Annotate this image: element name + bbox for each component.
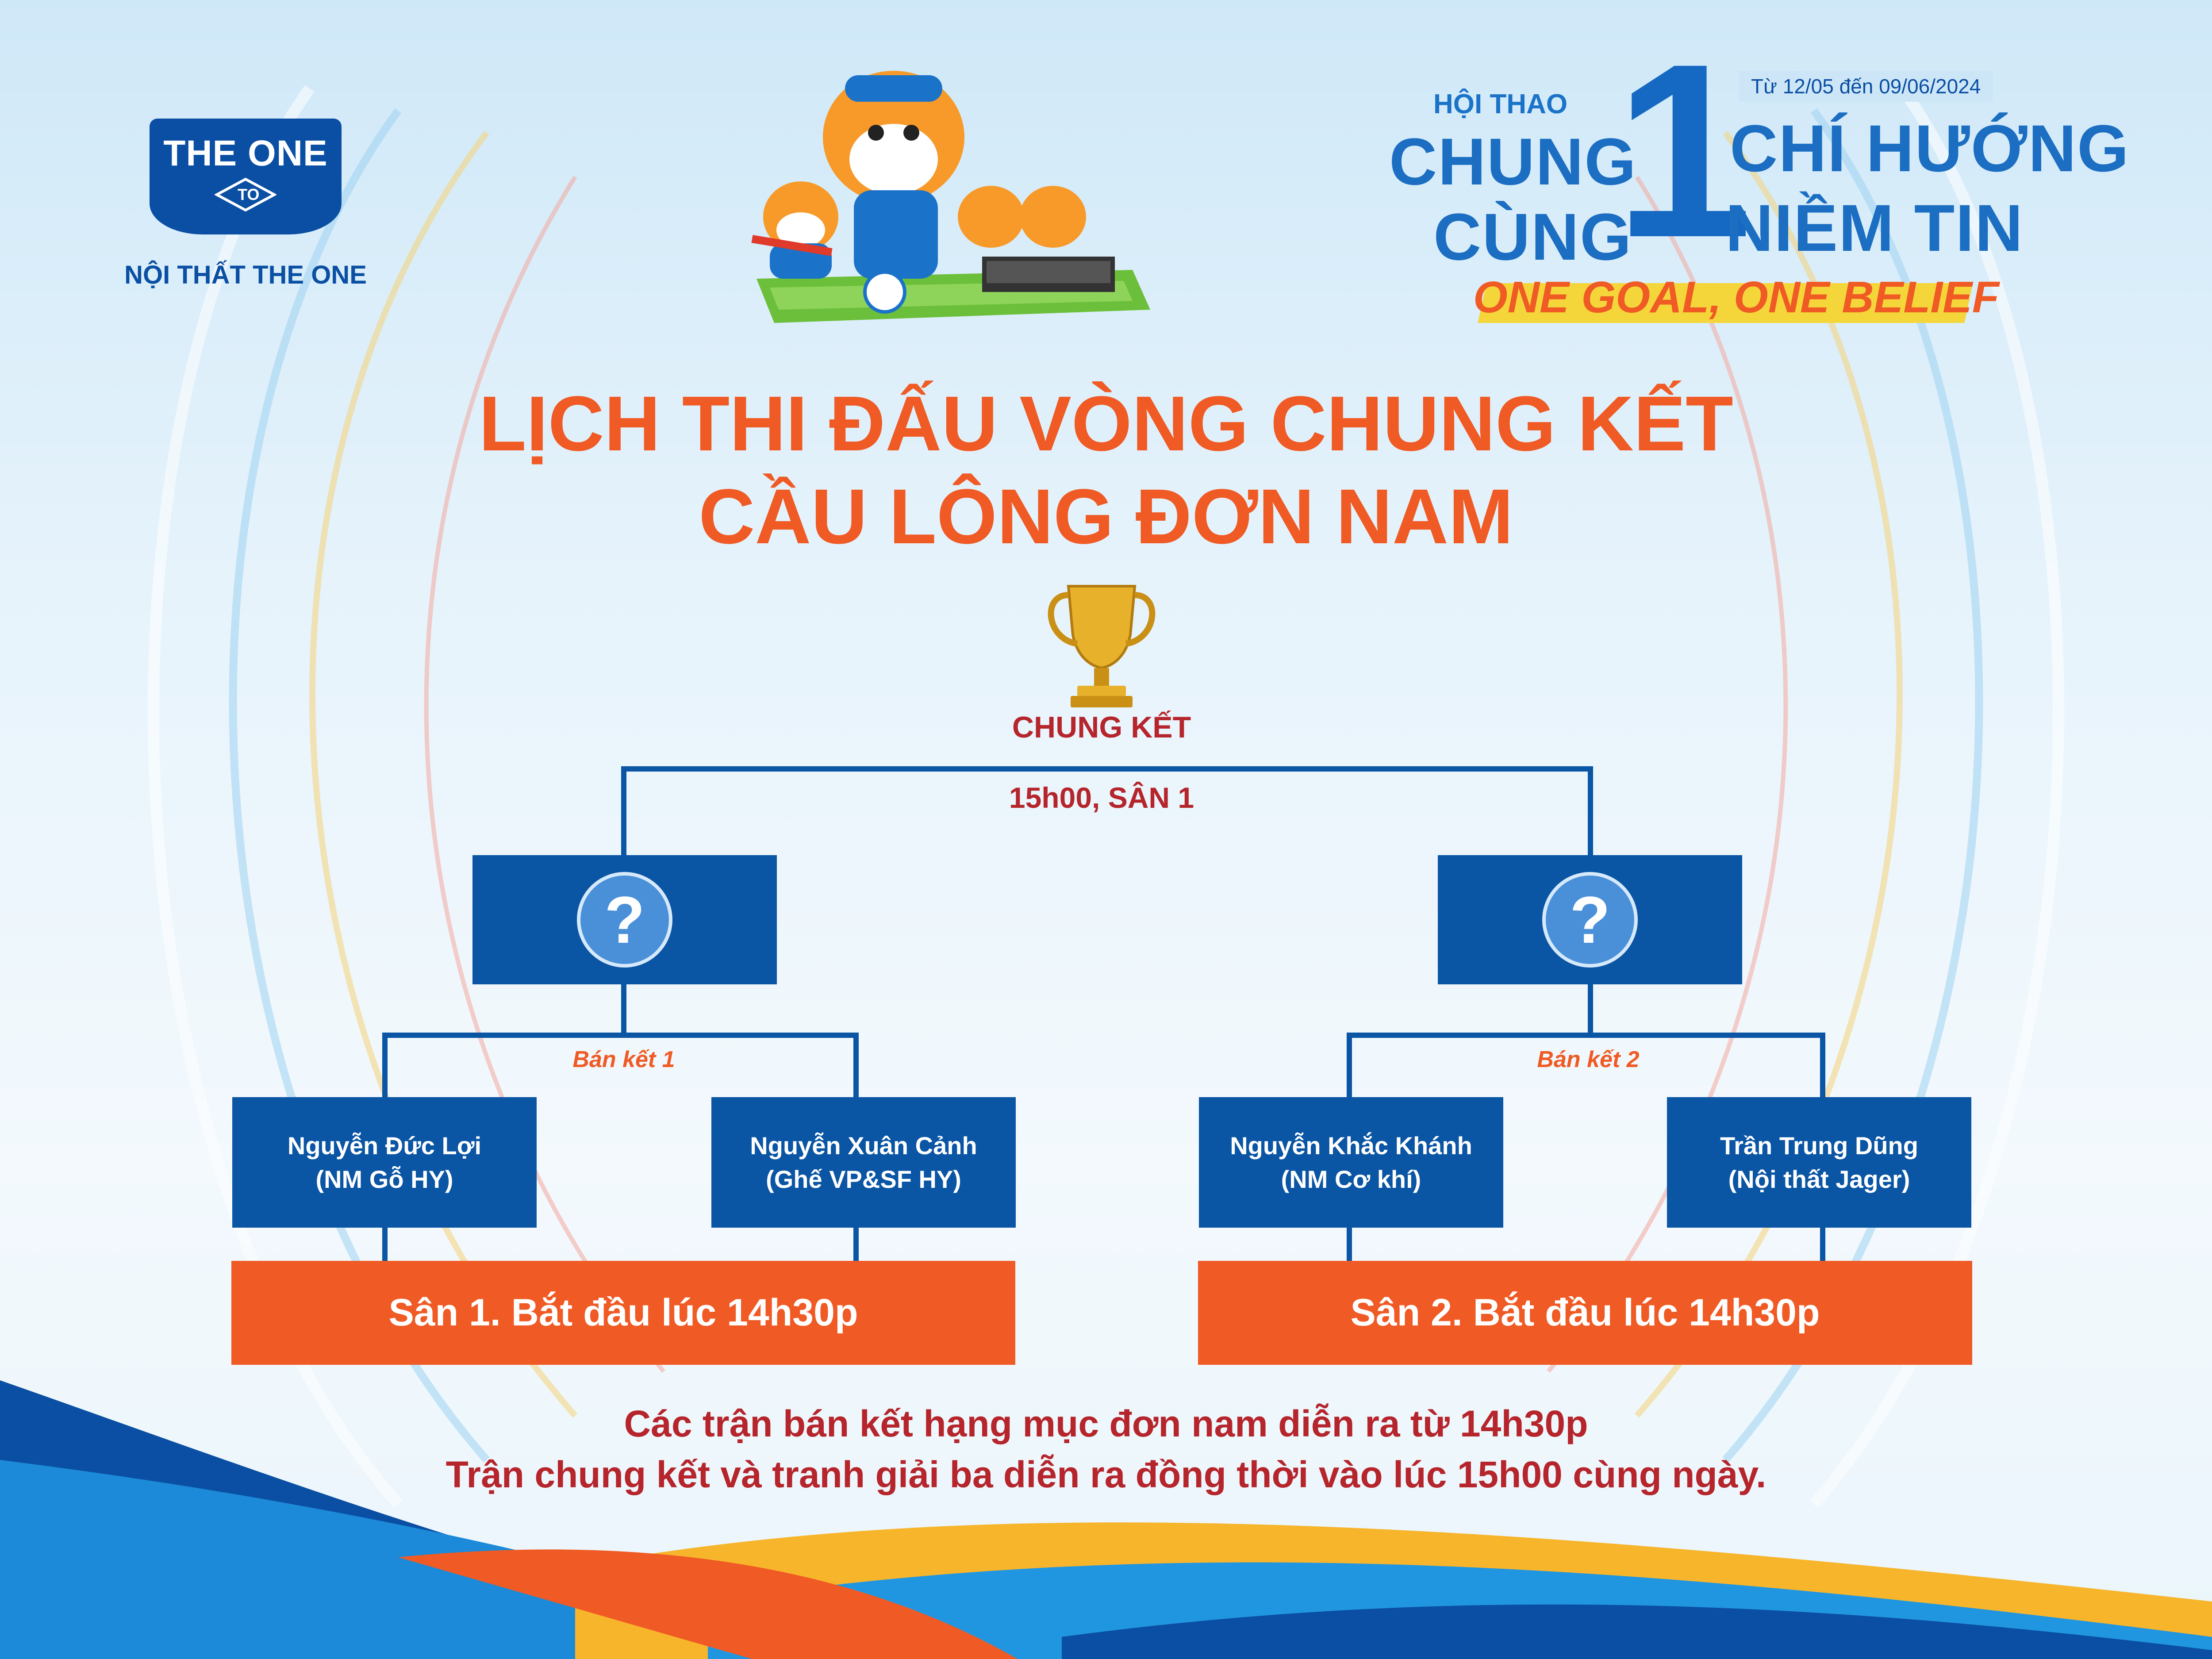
brand-logo: [150, 119, 342, 234]
finalist-2-box: ?: [1438, 855, 1742, 984]
page-title-line1: LỊCH THI ĐẤU VÒNG CHUNG KẾT: [479, 380, 1733, 467]
player-card: Trần Trung Dũng (Nội thất Jager): [1667, 1097, 1971, 1228]
player-name: Nguyễn Đức Lợi: [287, 1131, 482, 1160]
tiger-mascot-illustration: [751, 71, 1150, 323]
player-name: Nguyễn Xuân Cảnh: [750, 1131, 977, 1160]
player-card: Nguyễn Đức Lợi (NM Gỗ HY): [232, 1097, 537, 1228]
trophy-icon: [1048, 585, 1156, 707]
question-icon: ?: [577, 872, 672, 968]
logo-mark-icon: TO: [215, 177, 276, 212]
semi-2-label: Bán kết 2: [1537, 1047, 1640, 1072]
player-unit: (NM Gỗ HY): [315, 1165, 453, 1193]
semi-1-label: Bán kết 1: [572, 1047, 675, 1072]
player-unit: (Ghế VP&SF HY): [766, 1165, 961, 1193]
question-icon: ?: [1542, 872, 1638, 968]
svg-text:TO: TO: [238, 185, 259, 204]
event-line2-right: NIỀM TIN: [1725, 191, 2024, 265]
court-2-banner: Sân 2. Bắt đầu lúc 14h30p: [1198, 1261, 1972, 1365]
player-card: Nguyễn Khắc Khánh (NM Cơ khí): [1199, 1097, 1503, 1228]
player-card: Nguyễn Xuân Cảnh (Ghế VP&SF HY): [711, 1097, 1016, 1228]
player-unit: (Nội thất Jager): [1728, 1165, 1910, 1193]
logo-text: THE ONE: [163, 133, 328, 173]
event-line1-left: CHUNG: [1389, 124, 1637, 199]
final-time: 15h00, SÂN 1: [1009, 781, 1194, 814]
page-title-line2: CẦU LÔNG ĐƠN NAM: [699, 473, 1513, 560]
event-slogan: ONE GOAL, ONE BELIEF: [1473, 273, 1999, 322]
event-big-number: 1: [1615, 12, 1753, 289]
final-label: CHUNG KẾT: [1012, 710, 1191, 744]
finalist-1-box: ?: [472, 855, 777, 984]
player-name: Trần Trung Dũng: [1720, 1131, 1918, 1160]
note-line1: Các trận bán kết hạng mục đơn nam diễn r…: [624, 1403, 1588, 1444]
event-line1-right: CHÍ HƯỚNG: [1730, 111, 2130, 185]
logo-subtitle: NỘI THẤT THE ONE: [124, 261, 367, 289]
event-date-range: Từ 12/05 đến 09/06/2024: [1739, 71, 1993, 102]
note-line2: Trận chung kết và tranh giải ba diễn ra …: [445, 1454, 1767, 1495]
event-line2-left: CÙNG: [1433, 200, 1632, 274]
player-unit: (NM Cơ khí): [1281, 1165, 1421, 1193]
player-name: Nguyễn Khắc Khánh: [1230, 1131, 1472, 1160]
court-1-banner: Sân 1. Bắt đầu lúc 14h30p: [231, 1261, 1015, 1365]
event-hoi-thao: HỘI THAO: [1433, 89, 1568, 119]
